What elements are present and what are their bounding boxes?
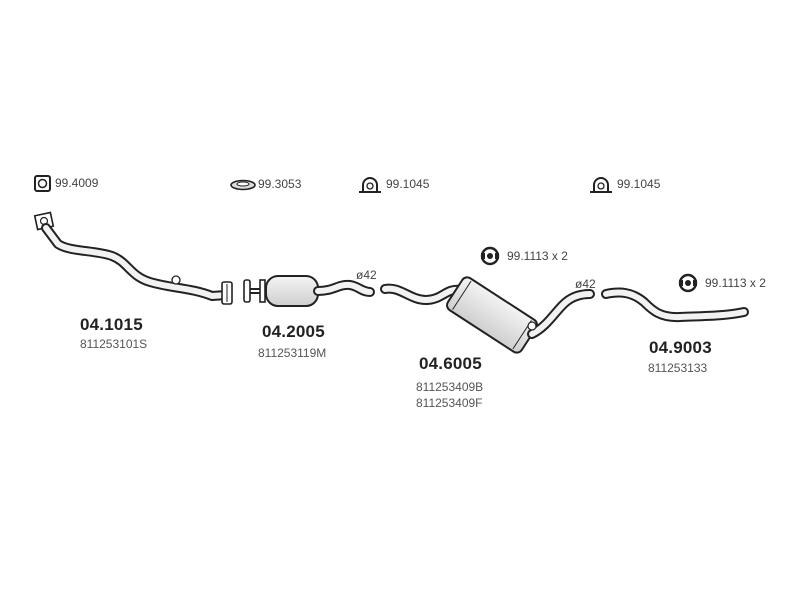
clamp-icon (590, 177, 612, 193)
oem-number: 811253133 (648, 361, 708, 375)
clamp-label: 99.1045 (617, 177, 661, 191)
part-number: 04.6005 (419, 354, 482, 373)
hanger-label: 99.1113 x 2 (507, 249, 568, 263)
part-number: 04.1015 (80, 315, 143, 334)
diameter-label: ø42 (575, 277, 596, 291)
oem-number: 811253101S (80, 337, 148, 351)
centre-silencer-part (380, 276, 595, 354)
tail-pipe-part (601, 287, 749, 323)
clamp-label: 99.1045 (386, 177, 430, 191)
rubber-hanger-icon (480, 246, 500, 266)
front-silencer-part (243, 275, 375, 307)
rubber-hanger-icon (678, 273, 698, 293)
ring-label: 99.3053 (258, 177, 302, 191)
oem-number: 811253119M (258, 346, 327, 360)
hanger-label: 99.1113 x 2 (705, 276, 766, 290)
clamp-icon (359, 177, 381, 193)
diameter-label: ø42 (356, 268, 377, 282)
gasket-label: 99.4009 (55, 176, 99, 190)
oem-number: 811253409F (416, 396, 483, 410)
gasket-icon (34, 175, 51, 192)
ring-icon (230, 179, 256, 191)
front-pipe-part (33, 211, 233, 305)
oem-number: 811253409B (416, 380, 484, 394)
part-number: 04.2005 (262, 322, 325, 341)
part-number: 04.9003 (649, 338, 712, 357)
